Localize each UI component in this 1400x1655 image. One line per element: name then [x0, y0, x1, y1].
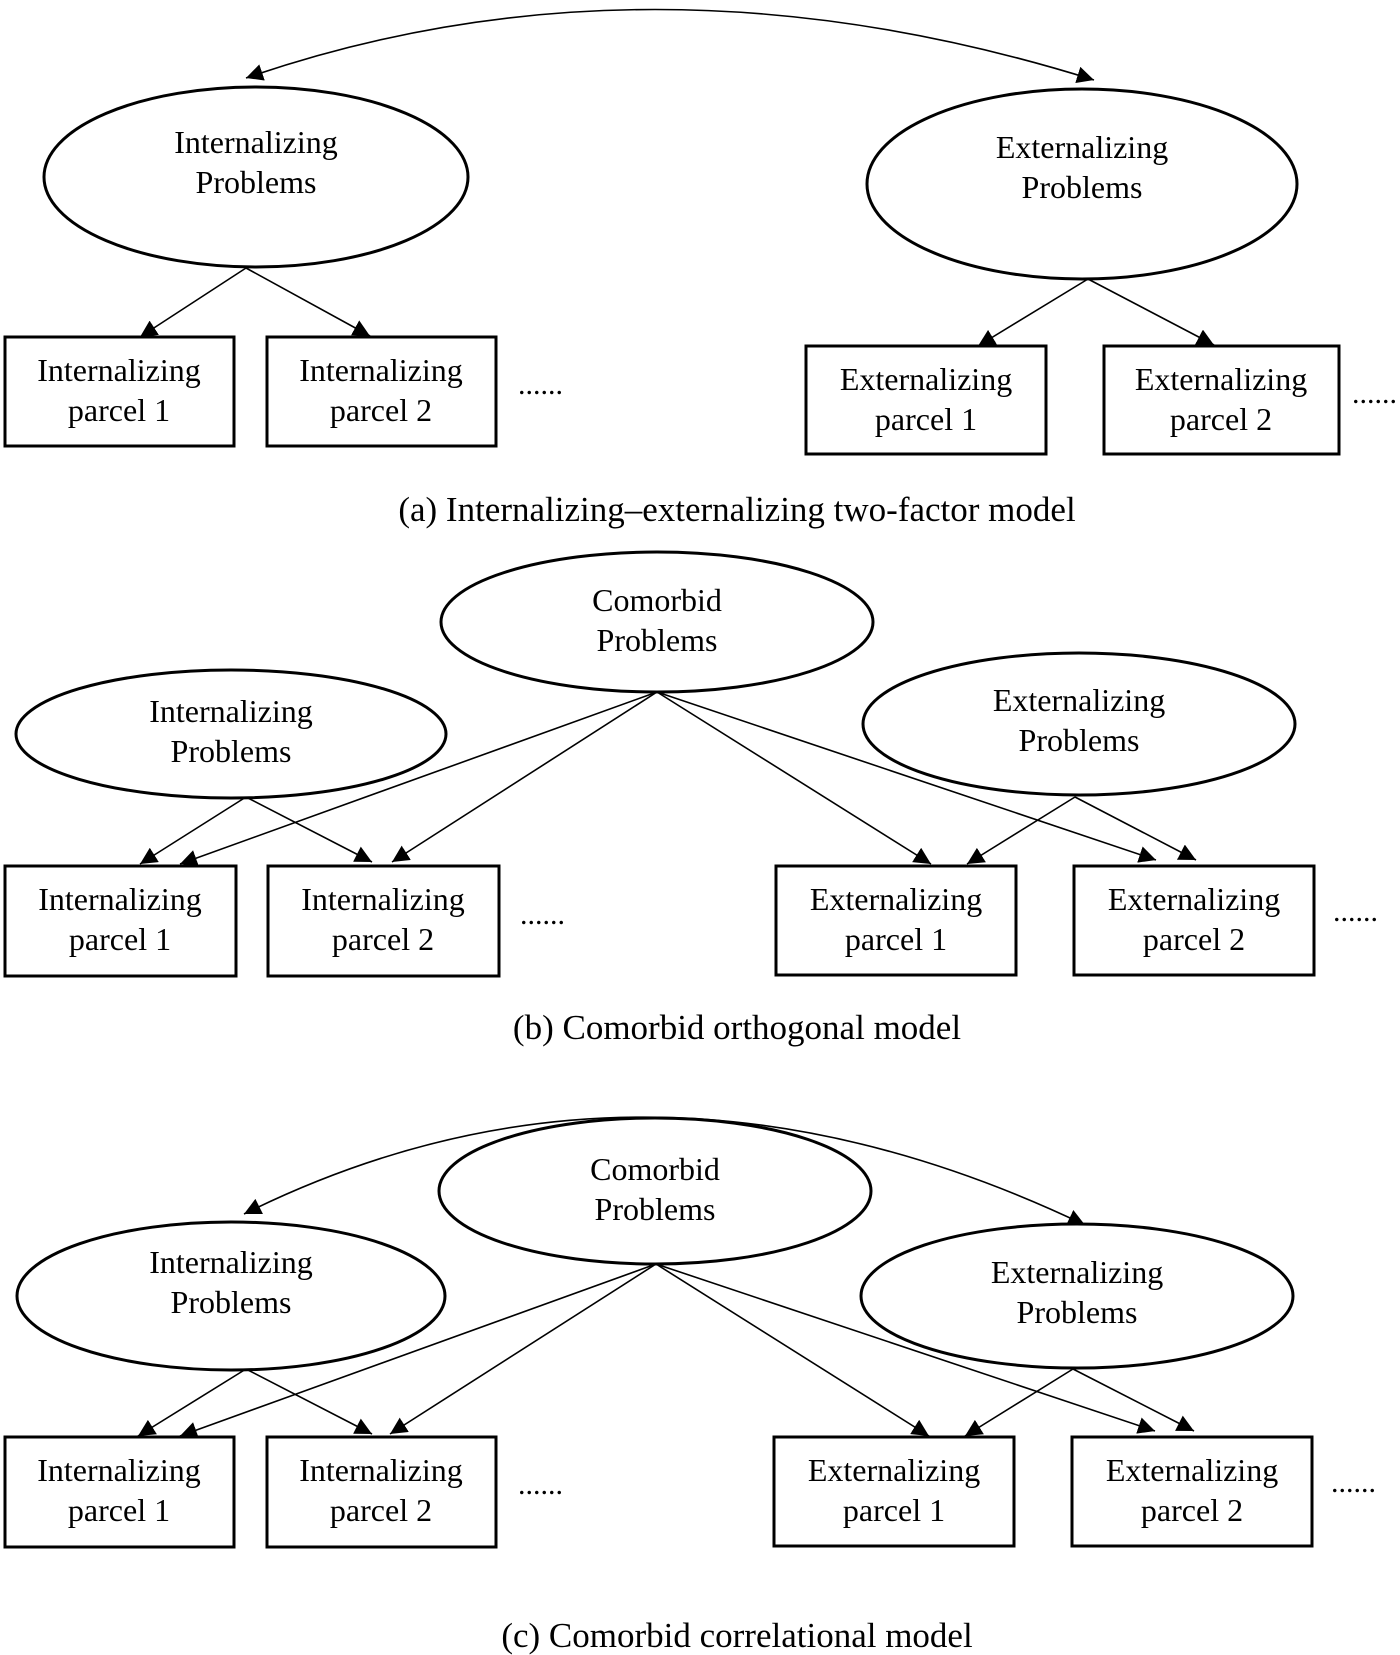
panel-caption: (c) Comorbid correlational model	[501, 1616, 973, 1655]
externalizing-parcel-1: Externalizing parcel 1	[772, 1435, 1016, 1548]
parcel-label-line2: parcel 1	[843, 1492, 945, 1528]
loading-arrow	[245, 796, 373, 863]
parcel-label-line1: Internalizing	[301, 881, 464, 917]
more-parcels-ellipsis: ......	[518, 368, 563, 401]
factor-label-line2: Problems	[1022, 169, 1143, 205]
loading-arrow	[656, 691, 1157, 863]
internalizing-problems-factor: Internalizing Problems	[42, 85, 470, 269]
panel-caption: (a) Internalizing–externalizing two-fact…	[398, 490, 1076, 529]
loading-arrow	[179, 1263, 657, 1439]
parcel-label-line1: Internalizing	[299, 1452, 462, 1488]
parcel-label-line1: Externalizing	[1135, 361, 1307, 397]
externalizing-parcel-2: Externalizing parcel 2	[1102, 344, 1341, 456]
factor-label-line1: Internalizing	[149, 1244, 312, 1280]
loading-arrow	[656, 691, 932, 865]
loading-arrow	[179, 691, 658, 867]
loading-arrow	[1074, 796, 1197, 861]
externalizing-problems-factor: Externalizing Problems	[861, 651, 1297, 797]
internalizing-parcel-2: Internalizing parcel 2	[265, 335, 498, 448]
more-parcels-ellipsis: ......	[520, 898, 565, 931]
factor-label-line2: Problems	[171, 733, 292, 769]
externalizing-problems-factor: Externalizing Problems	[859, 1222, 1295, 1370]
loading-arrow	[139, 796, 247, 865]
parcel-label-line2: parcel 2	[330, 1492, 432, 1528]
parcel-label-line1: Externalizing	[840, 361, 1012, 397]
factor-label-line1: Comorbid	[590, 1151, 720, 1187]
externalizing-parcel-2: Externalizing parcel 2	[1072, 864, 1316, 977]
internalizing-problems-factor: Internalizing Problems	[14, 668, 448, 800]
factor-label-line2: Problems	[595, 1191, 716, 1227]
more-parcels-ellipsis: ......	[1352, 377, 1397, 410]
more-parcels-ellipsis: ......	[518, 1468, 563, 1501]
parcel-label-line2: parcel 1	[68, 392, 170, 428]
panel-caption: (b) Comorbid orthogonal model	[513, 1008, 961, 1047]
loading-arrow	[245, 267, 371, 337]
loading-arrow	[245, 1368, 373, 1435]
more-parcels-ellipsis: ......	[1333, 895, 1378, 928]
parcel-label-line1: Externalizing	[808, 1452, 980, 1488]
covariance-arrow	[245, 8, 1095, 84]
panel-c: Comorbid Problems Internalizing Problems…	[3, 1116, 1376, 1655]
parcel-label-line2: parcel 1	[69, 921, 171, 957]
parcel-label-line2: parcel 2	[1170, 401, 1272, 437]
loading-arrow	[391, 691, 658, 863]
loading-arrow	[137, 1368, 247, 1437]
parcel-label-line1: Internalizing	[37, 1452, 200, 1488]
externalizing-parcel-1: Externalizing parcel 1	[774, 864, 1018, 977]
factor-label-line2: Problems	[1017, 1294, 1138, 1330]
parcel-label-line1: Internalizing	[299, 352, 462, 388]
loading-arrow	[655, 1263, 930, 1437]
loading-arrow	[1087, 278, 1215, 346]
parcel-label-line1: Internalizing	[37, 352, 200, 388]
internalizing-problems-factor: Internalizing Problems	[15, 1220, 447, 1372]
externalizing-parcel-2: Externalizing parcel 2	[1070, 1435, 1314, 1548]
parcel-label-line2: parcel 2	[1141, 1492, 1243, 1528]
factor-label-line1: Internalizing	[149, 693, 312, 729]
parcel-label-line1: Externalizing	[810, 881, 982, 917]
parcel-label-line1: Externalizing	[1108, 881, 1280, 917]
parcel-label-line1: Externalizing	[1106, 1452, 1278, 1488]
internalizing-parcel-1: Internalizing parcel 1	[3, 1435, 236, 1549]
loading-arrow	[1072, 1368, 1195, 1432]
internalizing-parcel-1: Internalizing parcel 1	[3, 864, 238, 978]
parcel-label-line2: parcel 1	[875, 401, 977, 437]
loading-arrow	[389, 1263, 657, 1435]
factor-label-line2: Problems	[196, 164, 317, 200]
internalizing-parcel-2: Internalizing parcel 2	[265, 1435, 498, 1549]
factor-label-line1: Externalizing	[996, 129, 1168, 165]
internalizing-parcel-2: Internalizing parcel 2	[266, 864, 501, 978]
more-parcels-ellipsis: ......	[1331, 1466, 1376, 1499]
panel-b: Comorbid Problems Internalizing Problems…	[3, 550, 1378, 1047]
factor-label-line1: Externalizing	[993, 682, 1165, 718]
externalizing-parcel-1: Externalizing parcel 1	[804, 344, 1048, 456]
loading-arrow	[964, 1368, 1074, 1437]
factor-label-line2: Problems	[1019, 722, 1140, 758]
parcel-label-line2: parcel 2	[332, 921, 434, 957]
externalizing-problems-factor: Externalizing Problems	[865, 87, 1299, 281]
factor-label-line2: Problems	[597, 622, 718, 658]
parcel-label-line2: parcel 1	[68, 1492, 170, 1528]
comorbid-problems-factor: Comorbid Problems	[437, 1116, 873, 1266]
comorbid-problems-factor: Comorbid Problems	[439, 550, 875, 694]
loading-arrow	[966, 796, 1076, 865]
loading-arrow	[139, 267, 247, 338]
panel-a: Internalizing Problems Externalizing Pro…	[3, 8, 1397, 529]
parcel-label-line1: Internalizing	[38, 881, 201, 917]
parcel-label-line2: parcel 2	[1143, 921, 1245, 957]
factor-label-line1: Externalizing	[991, 1254, 1163, 1290]
factor-label-line2: Problems	[171, 1284, 292, 1320]
internalizing-parcel-1: Internalizing parcel 1	[3, 335, 236, 448]
factor-label-line1: Comorbid	[592, 582, 722, 618]
parcel-label-line2: parcel 1	[845, 921, 947, 957]
parcel-label-line2: parcel 2	[330, 392, 432, 428]
loading-arrow	[977, 278, 1089, 347]
factor-label-line1: Internalizing	[174, 124, 337, 160]
loading-arrow	[655, 1263, 1156, 1434]
